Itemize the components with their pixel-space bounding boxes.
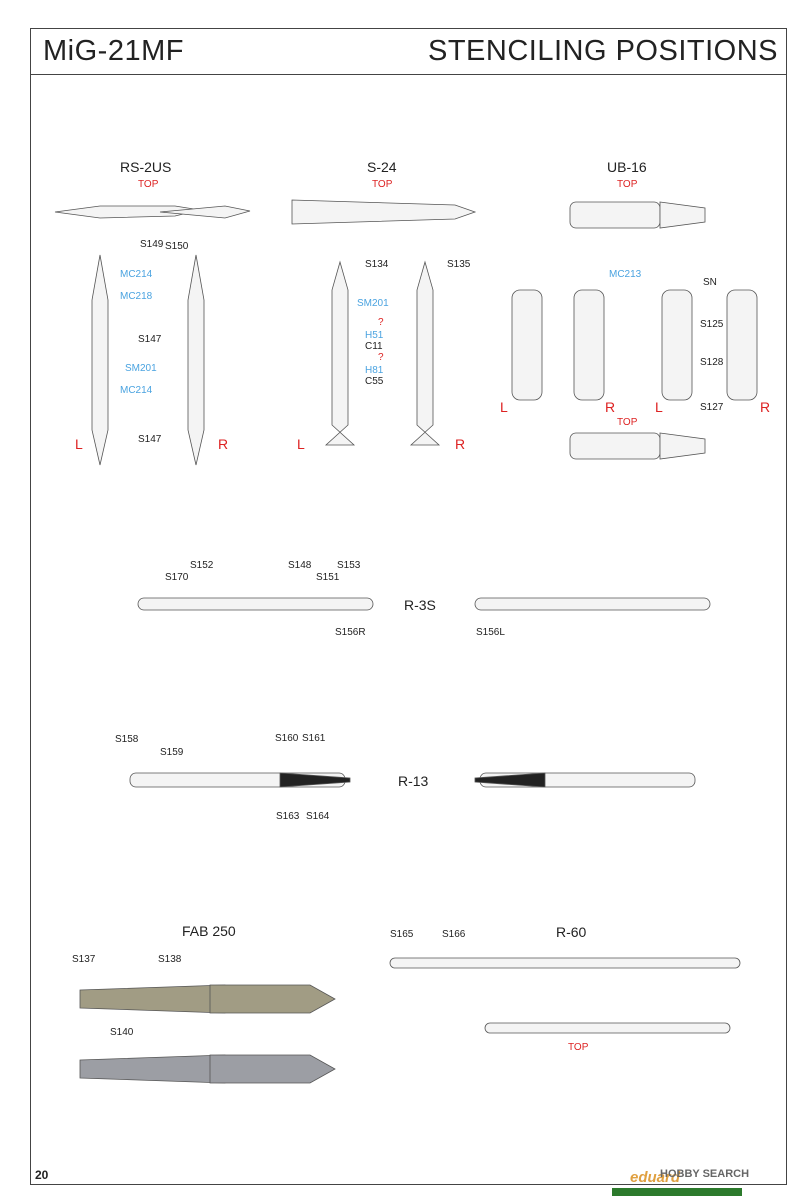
s24-left-body — [324, 260, 356, 446]
paint-h81: H81 — [365, 365, 384, 376]
fab250-top-left — [79, 984, 226, 1014]
r13-left-nose — [279, 772, 351, 788]
rs2us-left-body — [91, 254, 109, 466]
s24-title: S-24 — [367, 159, 397, 175]
rs2us-right-body — [187, 254, 205, 466]
header-divider — [31, 74, 786, 75]
ub16-right-label-1: R — [605, 399, 616, 415]
stencil-s138: S138 — [158, 954, 182, 965]
rs2us-top-label: TOP — [138, 179, 159, 190]
fab250-bottom-left — [79, 1054, 226, 1084]
r60-title: R-60 — [556, 924, 587, 940]
ub16-pod-1 — [511, 289, 543, 401]
q-s24: ? — [378, 317, 384, 328]
stencil-s149: S149 — [140, 239, 164, 250]
stencil-s156r: S156R — [335, 627, 366, 638]
ub16-title: UB-16 — [607, 159, 647, 175]
ub16-right-label-2: R — [760, 399, 771, 415]
s24-top-body — [291, 199, 477, 225]
stencil-s156l: S156L — [476, 627, 505, 638]
r60-lower-body — [484, 1022, 731, 1034]
rs2us-right-label: R — [218, 436, 229, 452]
paint-c55: C55 — [365, 376, 384, 387]
r60-upper-body — [389, 957, 741, 969]
stencil-s128: S128 — [700, 357, 724, 368]
paint-mc213: MC213 — [609, 269, 642, 280]
s24-top-label: TOP — [372, 179, 393, 190]
stencil-s151: S151 — [316, 572, 340, 583]
r13-title: R-13 — [398, 773, 429, 789]
r3s-left-body — [137, 597, 374, 611]
stencil-s140: S140 — [110, 1027, 134, 1038]
q-s24-b: ? — [378, 352, 384, 363]
stencil-s147: S147 — [138, 334, 162, 345]
stencil-s164: S164 — [306, 811, 330, 822]
ub16-pod-4 — [726, 289, 758, 401]
s24-left-label: L — [297, 436, 305, 452]
rs2us-left-label: L — [75, 436, 83, 452]
hobby-search-watermark: HOBBY SEARCH — [660, 1168, 750, 1180]
r60-top-label: TOP — [568, 1042, 589, 1053]
ub16-sn: SN — [703, 277, 717, 288]
paint-sm201: SM201 — [125, 363, 157, 374]
stencil-s160: S160 — [275, 733, 299, 744]
eduard-logo: eduard — [630, 1169, 681, 1186]
s24-right-label: R — [455, 436, 466, 452]
ub16-top-body — [569, 201, 661, 229]
ub16-left-label-1: L — [500, 399, 508, 415]
ub16-left-label-2: L — [655, 399, 663, 415]
stencil-s135: S135 — [447, 259, 471, 270]
fab250-top-right — [209, 984, 336, 1014]
ub16-bottom-nose — [659, 432, 706, 460]
stencil-s150: S150 — [165, 241, 189, 252]
stencil-s147-b: S147 — [138, 434, 162, 445]
page-number: 20 — [35, 1168, 49, 1182]
stencil-s161: S161 — [302, 733, 326, 744]
stencil-s148: S148 — [288, 560, 312, 571]
stencil-s153: S153 — [337, 560, 361, 571]
paint-sm201-s24: SM201 — [357, 298, 389, 309]
paint-c11: C11 — [365, 341, 383, 352]
paint-mc214-b: MC214 — [120, 385, 153, 396]
s24-right-body — [409, 260, 441, 446]
eduard-logo-bar — [612, 1188, 742, 1196]
ub16-top-nose — [659, 201, 706, 229]
stencil-s134: S134 — [365, 259, 389, 270]
fab250-title: FAB 250 — [182, 923, 236, 939]
stencil-s170: S170 — [165, 572, 189, 583]
ub16-top-label: TOP — [617, 179, 638, 190]
ub16-pod-2 — [573, 289, 605, 401]
r3s-right-body — [474, 597, 711, 611]
stencil-s152: S152 — [190, 560, 214, 571]
ub16-pod-3 — [661, 289, 693, 401]
stencil-s165: S165 — [390, 929, 414, 940]
ub16-bottom-body — [569, 432, 661, 460]
stencil-s163: S163 — [276, 811, 300, 822]
stencil-s159: S159 — [160, 747, 184, 758]
aircraft-title: MiG-21MF — [43, 35, 184, 67]
rs2us-title: RS-2US — [120, 159, 172, 175]
paint-mc214: MC214 — [120, 269, 153, 280]
r13-right-nose — [474, 772, 546, 788]
r3s-title: R-3S — [404, 597, 436, 613]
fab250-bottom-right — [209, 1054, 336, 1084]
stencil-s137: S137 — [72, 954, 96, 965]
stencil-s127: S127 — [700, 402, 724, 413]
page-title: STENCILING POSITIONS — [428, 35, 778, 67]
stencil-s125: S125 — [700, 319, 724, 330]
rs2us-top-nose — [159, 205, 251, 219]
paint-mc218: MC218 — [120, 291, 153, 302]
ub16-top-label-b: TOP — [617, 417, 638, 428]
stencil-s158: S158 — [115, 734, 139, 745]
paint-h51: H51 — [365, 330, 384, 341]
stencil-s166: S166 — [442, 929, 466, 940]
